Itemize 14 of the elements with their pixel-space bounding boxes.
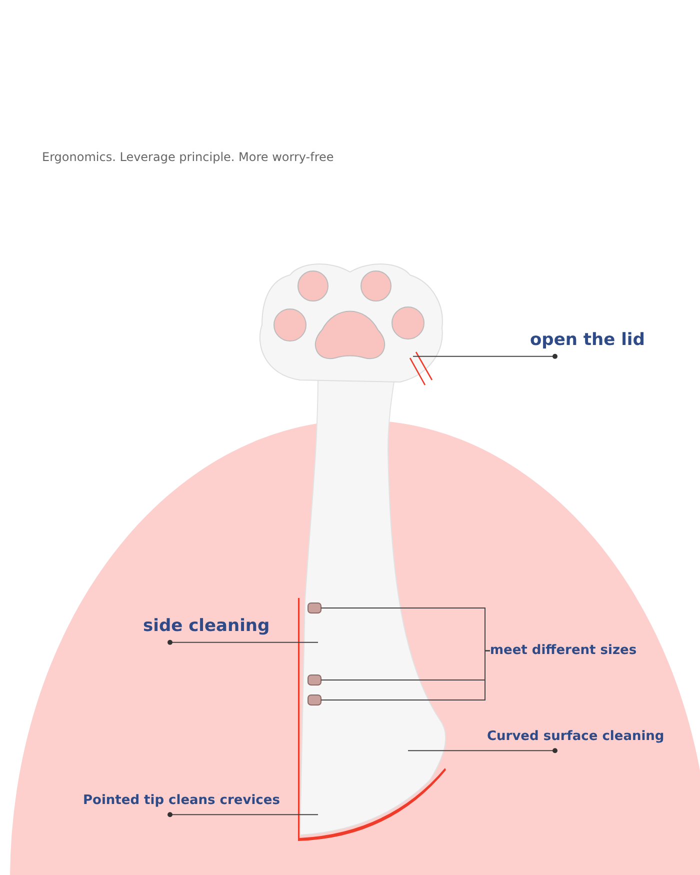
notch: [308, 694, 322, 706]
leader-line: [408, 748, 558, 754]
notch: [308, 674, 322, 686]
callout-label: meet different sizes: [490, 643, 637, 659]
leader-line: [320, 650, 490, 700]
callout-label: open the lid: [530, 330, 645, 350]
leader-line: [168, 812, 318, 818]
callout-label: Pointed tip cleans crevices: [83, 793, 280, 809]
callout-label: side cleaning: [143, 616, 270, 636]
notch: [308, 602, 322, 614]
leader-line: [168, 640, 318, 645]
title: Ergonomics. Leverage principle. More worry-free: [42, 150, 334, 164]
callout-label: Curved surface cleaning: [487, 729, 664, 745]
leader-line: [412, 354, 558, 359]
